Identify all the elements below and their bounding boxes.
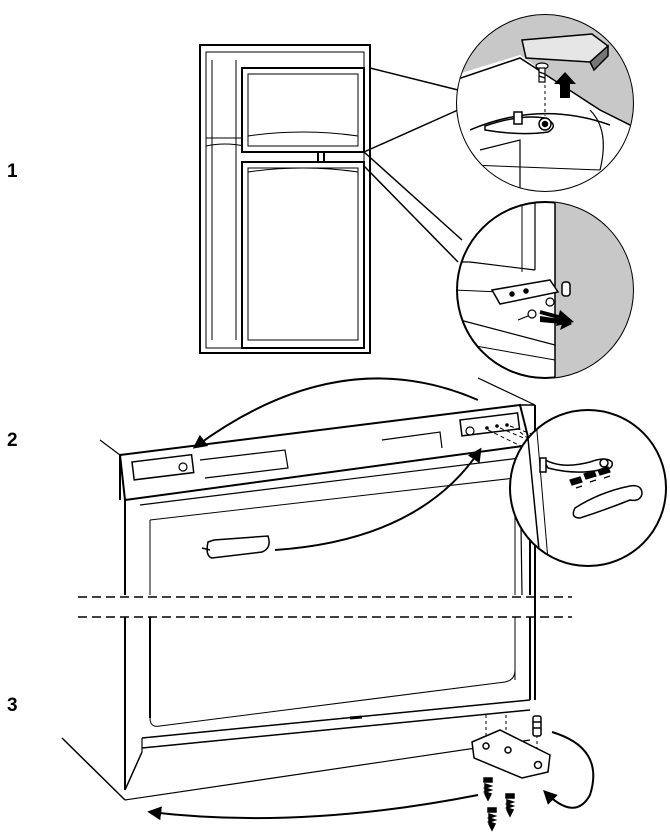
step-number-3: 3 bbox=[7, 695, 18, 716]
pin-icon bbox=[532, 715, 542, 737]
screw-icon bbox=[482, 777, 516, 832]
step-number-2: 2 bbox=[7, 430, 18, 451]
callout-lines bbox=[363, 67, 463, 263]
step-number-1: 1 bbox=[7, 161, 18, 182]
screw-icon bbox=[535, 62, 549, 83]
curved-arrow-icon bbox=[147, 731, 595, 821]
zoom-top-hinge bbox=[456, 14, 634, 192]
curved-arrow-icon bbox=[192, 377, 482, 551]
up-arrow-icon bbox=[554, 72, 576, 98]
fridge-door bbox=[241, 161, 365, 349]
hinge-bracket-icon bbox=[471, 729, 551, 779]
door-lower-body bbox=[61, 617, 531, 801]
screw-icon bbox=[517, 297, 555, 321]
hinge-bracket-icon bbox=[539, 457, 613, 473]
hinge-cover-icon bbox=[572, 484, 643, 519]
bottom-hinge-assembly bbox=[471, 715, 551, 832]
hinge-bracket-icon bbox=[484, 111, 554, 135]
zoom-middle-hinge bbox=[456, 201, 634, 379]
pull-arrow-icon bbox=[539, 310, 574, 330]
screw-icon bbox=[569, 466, 611, 489]
hinge-cover-icon bbox=[521, 33, 610, 72]
middle-hinge-bracket bbox=[490, 279, 571, 305]
zoom-hinge-reassembly bbox=[509, 409, 667, 567]
fridge-front-view bbox=[199, 44, 371, 354]
freezer-door bbox=[241, 67, 365, 153]
door-top-panel bbox=[99, 377, 536, 700]
break-lines bbox=[78, 596, 572, 618]
